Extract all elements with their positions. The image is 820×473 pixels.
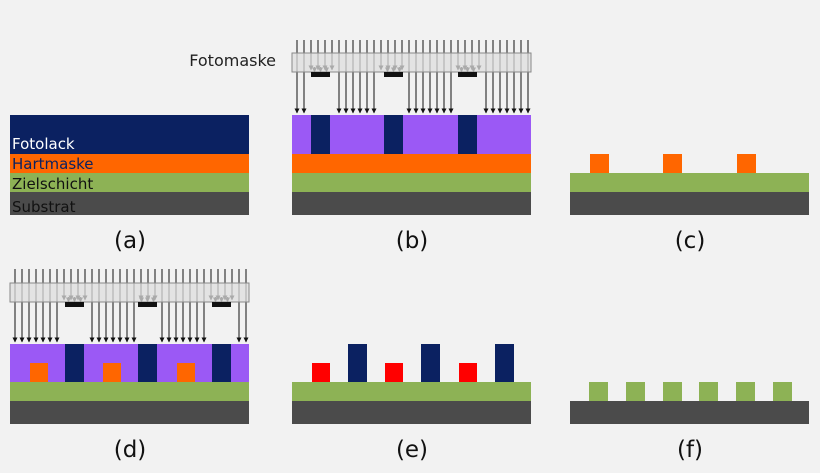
unexposed-resist bbox=[138, 344, 157, 382]
target-layer bbox=[292, 173, 531, 192]
target-feature bbox=[626, 382, 645, 401]
hardmask-layer bbox=[292, 154, 531, 173]
panel-b: Fotomaske (b) bbox=[189, 40, 532, 254]
target-feature bbox=[589, 382, 608, 401]
hardmask-feature bbox=[385, 363, 403, 382]
photoresist-layer bbox=[10, 115, 249, 154]
mask-opaque-pattern bbox=[384, 72, 403, 77]
substrate-layer bbox=[292, 401, 531, 424]
hardmask-feature bbox=[737, 154, 756, 173]
resist-feature bbox=[348, 344, 367, 382]
unexposed-resist bbox=[311, 115, 330, 154]
caption-b: (b) bbox=[396, 228, 429, 254]
photomask bbox=[291, 52, 532, 73]
exposure-arrows bbox=[294, 40, 531, 114]
target-layer bbox=[10, 173, 249, 192]
hardmask-label: Hartmaske bbox=[12, 155, 94, 173]
unexposed-resist bbox=[384, 115, 403, 154]
resist-feature bbox=[421, 344, 440, 382]
target-feature bbox=[773, 382, 792, 401]
mask-opaque-pattern bbox=[212, 302, 231, 307]
exposure-arrows bbox=[12, 269, 249, 343]
unexposed-resist bbox=[65, 344, 84, 382]
caption-a: (a) bbox=[114, 228, 146, 254]
panel-e: (e) bbox=[292, 344, 531, 463]
substrate-layer bbox=[570, 401, 809, 424]
target-layer bbox=[10, 382, 249, 401]
resist-feature bbox=[495, 344, 514, 382]
caption-d: (d) bbox=[114, 437, 147, 463]
unexposed-resist bbox=[458, 115, 477, 154]
target-feature bbox=[699, 382, 718, 401]
target-layer bbox=[292, 382, 531, 401]
panel-f: (f) bbox=[570, 382, 809, 463]
photomask-label: Fotomaske bbox=[189, 51, 276, 70]
panel-a: Fotolack Hartmaske Zielschicht Substrat … bbox=[10, 115, 249, 254]
substrate-layer bbox=[570, 192, 809, 215]
unexposed-resist bbox=[212, 344, 231, 382]
mask-opaque-pattern bbox=[311, 72, 330, 77]
substrate-label: Substrat bbox=[12, 198, 76, 216]
mask-opaque-pattern bbox=[138, 302, 157, 307]
hardmask-feature bbox=[312, 363, 330, 382]
hardmask-feature bbox=[177, 363, 195, 382]
hardmask-feature bbox=[103, 363, 121, 382]
target-feature bbox=[663, 382, 682, 401]
target-label: Zielschicht bbox=[12, 175, 93, 193]
caption-e: (e) bbox=[396, 437, 428, 463]
hardmask-feature bbox=[663, 154, 682, 173]
photoresist-label: Fotolack bbox=[12, 135, 75, 153]
hardmask-layer bbox=[10, 154, 249, 173]
exposed-resist bbox=[292, 115, 531, 154]
caption-c: (c) bbox=[675, 228, 706, 254]
mask-opaque-pattern bbox=[65, 302, 84, 307]
target-feature bbox=[736, 382, 755, 401]
target-layer bbox=[570, 173, 809, 192]
substrate-layer bbox=[10, 192, 249, 215]
caption-f: (f) bbox=[677, 437, 703, 463]
substrate-layer bbox=[10, 401, 249, 424]
mask-opaque-pattern bbox=[458, 72, 477, 77]
photomask bbox=[9, 282, 250, 303]
hardmask-feature bbox=[459, 363, 477, 382]
hardmask-feature bbox=[590, 154, 609, 173]
substrate-layer bbox=[292, 192, 531, 215]
exposed-resist bbox=[10, 344, 249, 382]
panel-c: (c) bbox=[570, 154, 809, 254]
hardmask-feature bbox=[30, 363, 48, 382]
panel-d: (d) bbox=[9, 269, 250, 463]
